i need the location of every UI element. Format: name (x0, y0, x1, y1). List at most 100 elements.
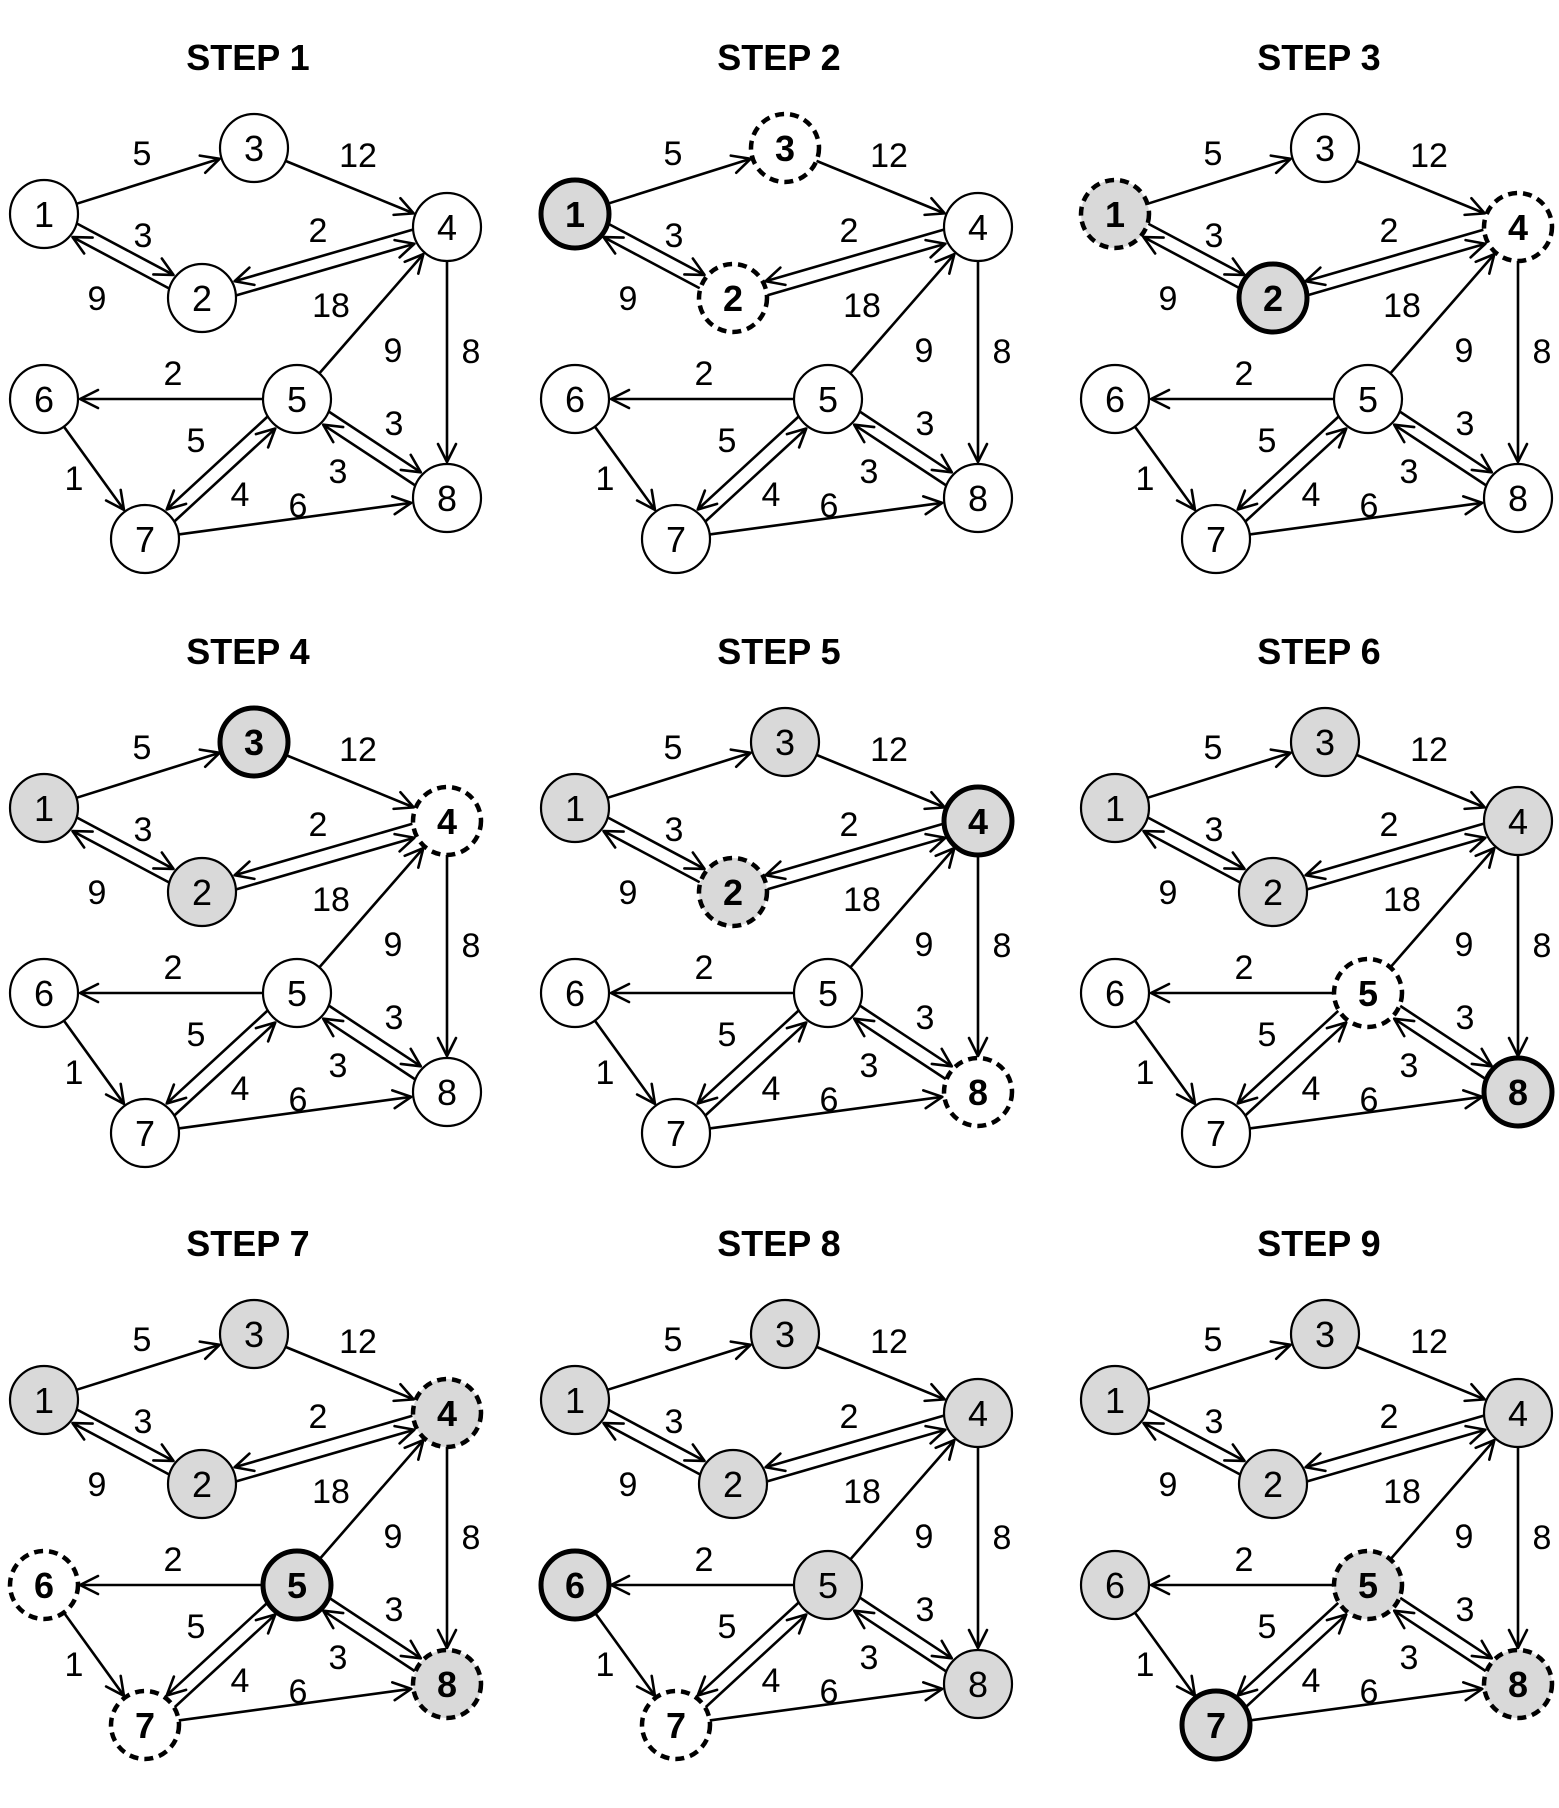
edge-6-7: 1 (593, 1019, 657, 1106)
edge-weight-label: 3 (916, 405, 935, 443)
edge-8-5: 3 (852, 405, 947, 487)
edge-3-4: 12 (284, 1323, 415, 1403)
node-2: 2 (166, 262, 238, 334)
arrow-head (233, 266, 256, 287)
arrow-head (392, 196, 415, 217)
node-label: 2 (192, 872, 212, 913)
edge-5-7: 5 (1236, 1601, 1340, 1697)
node-1: 1 (8, 178, 80, 250)
edge-5-6: 2 (78, 1541, 263, 1596)
edge-1-2: 9 (1147, 222, 1246, 318)
edge-7-8: 6 (709, 1673, 944, 1722)
node-circle (539, 772, 611, 844)
edge-3-4: 12 (815, 1323, 946, 1403)
node-label: 3 (1315, 128, 1335, 169)
arrow-head (436, 442, 458, 464)
node-circle (411, 191, 483, 263)
step-title: STEP 2 (717, 37, 840, 78)
edge-weight-label: 2 (309, 1398, 328, 1436)
edge-5-7: 5 (1236, 415, 1340, 511)
edge-7-8: 6 (709, 487, 944, 536)
node-label: 7 (1206, 1113, 1226, 1154)
edge-weight-label: 8 (993, 1519, 1012, 1557)
edge-weight-label: 5 (1204, 1321, 1223, 1359)
node-circle (8, 363, 80, 435)
node-label: 7 (666, 519, 686, 560)
edge-3-4: 12 (815, 731, 946, 811)
node-circle (748, 111, 822, 185)
node-5: 5 (792, 957, 864, 1029)
arrow-head (924, 1424, 947, 1445)
arrow-head (393, 238, 416, 259)
edge-4-2: 2 (1304, 212, 1484, 287)
node-7: 7 (1180, 1097, 1252, 1169)
arrow-head (321, 423, 345, 444)
node-label: 7 (666, 1705, 686, 1746)
arrow-head (165, 1083, 188, 1105)
edge-weight-label: 12 (1410, 1323, 1448, 1361)
edge-weight-label: 5 (664, 135, 683, 173)
arrow-head (921, 1089, 944, 1110)
node-2: 2 (166, 1448, 238, 1520)
arrow-head (1269, 748, 1292, 769)
arrow-head (683, 1443, 706, 1463)
edge-7-8: 6 (178, 1081, 413, 1130)
edge-weight-label: 3 (1456, 405, 1475, 443)
node-circle (1079, 772, 1151, 844)
edge-1-3: 5 (76, 1321, 221, 1392)
node-circle (8, 772, 80, 844)
edge-weight-label: 2 (840, 1398, 859, 1436)
arrow-head (399, 1047, 423, 1068)
arrow-head (930, 1047, 954, 1068)
edge-4-2: 2 (233, 212, 413, 287)
node-8: 8 (1482, 462, 1554, 534)
edge-3-4: 12 (284, 731, 415, 811)
arrow-head (785, 1021, 808, 1043)
arrow-head (1392, 423, 1416, 444)
arrow-head (635, 1082, 657, 1106)
edge-weight-label: 2 (1235, 949, 1254, 987)
edge-weight-label: 12 (870, 731, 908, 769)
edge-weight-label: 1 (596, 1054, 615, 1092)
arrow-head (1392, 1017, 1416, 1038)
arrow-head (1470, 453, 1494, 474)
edge-weight-label: 3 (1400, 1639, 1419, 1677)
edge-weight-label: 5 (187, 422, 206, 460)
edge-weight-label: 3 (860, 1639, 879, 1677)
node-3: 3 (218, 112, 290, 184)
node-label: 2 (1263, 278, 1283, 319)
edge-7-5: 4 (704, 1021, 808, 1117)
node-label: 8 (437, 1072, 457, 1113)
arrow-head (392, 790, 415, 811)
edge-3-4: 12 (815, 137, 946, 217)
edge-weight-label: 9 (384, 332, 403, 370)
arrow-head (71, 829, 94, 849)
edge-weight-label: 1 (596, 460, 615, 498)
edge-8-5: 3 (852, 999, 947, 1081)
edge-5-7: 5 (165, 415, 269, 511)
node-label: 6 (34, 379, 54, 420)
edge-2-4: 18 (767, 238, 947, 325)
arrow-head (198, 1340, 221, 1361)
node-8: 8 (942, 1648, 1014, 1720)
edge-1-3: 5 (607, 729, 752, 800)
edge-4-2: 2 (1304, 1398, 1484, 1473)
node-circle (410, 1647, 484, 1721)
node-circle (8, 1364, 80, 1436)
arrow-head (436, 1036, 458, 1058)
edge-5-6: 2 (1149, 949, 1334, 1004)
node-circle (1079, 363, 1151, 435)
edge-7-5: 4 (173, 1613, 277, 1709)
node-label: 7 (666, 1113, 686, 1154)
node-circle (697, 1448, 769, 1520)
edge-4-8: 8 (967, 1447, 1012, 1650)
arrow-head (923, 1382, 946, 1403)
edge-weight-label: 9 (1455, 332, 1474, 370)
edge-5-4: 9 (318, 1438, 425, 1561)
node-2: 2 (1237, 856, 1309, 928)
edge-weight-label: 5 (187, 1608, 206, 1646)
arrow-head (392, 1382, 415, 1403)
node-7: 7 (640, 503, 712, 575)
arrow-head (602, 235, 625, 255)
edge-7-8: 6 (178, 1673, 413, 1722)
